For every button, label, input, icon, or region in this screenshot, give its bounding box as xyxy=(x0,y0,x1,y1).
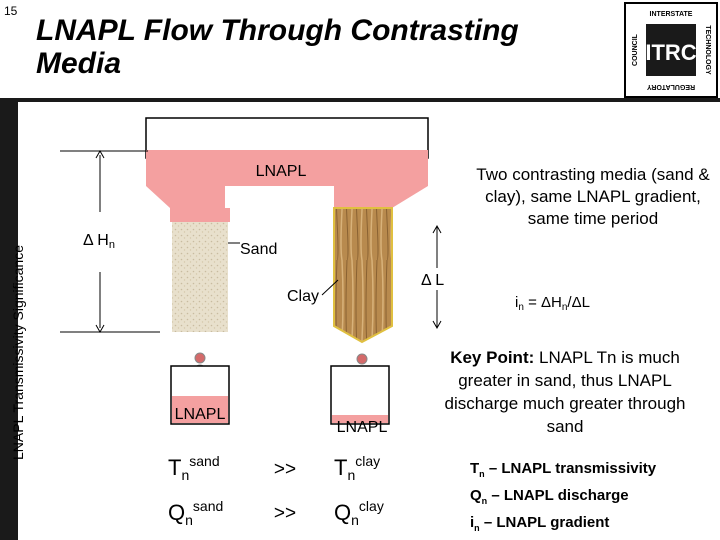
lnapl-reservoir xyxy=(146,150,428,186)
comparison-transmissivity: Tnsand >> Tnclay xyxy=(168,453,380,483)
svg-text:>>: >> xyxy=(274,459,296,480)
delta-l-label: Δ L xyxy=(421,272,444,289)
logo-top-text: INTERSTATE xyxy=(650,11,693,18)
sand-inlet xyxy=(170,208,230,222)
svg-text:Tnsand: Tnsand xyxy=(168,453,220,483)
sand-container-label: LNAPL xyxy=(175,406,226,423)
key-point-body: LNAPL Tn is much greater in sand, thus L… xyxy=(444,348,686,436)
logo-right-text: TECHNOLOGY xyxy=(704,25,711,75)
key-point: Key Point: LNAPL Tn is much greater in s… xyxy=(440,346,690,438)
comparison-discharge: Qnsand >> Qnclay xyxy=(168,498,384,528)
header-rule xyxy=(0,98,720,102)
legend-item: in – LNAPL gradient xyxy=(470,514,610,533)
slide-number: 15 xyxy=(4,4,18,18)
svg-text:Qnclay: Qnclay xyxy=(334,498,384,528)
legend-item: Tn – LNAPL transmissivity xyxy=(470,460,657,479)
sand-funnel xyxy=(146,186,225,208)
clay-container xyxy=(330,365,390,425)
lnapl-reservoir-label: LNAPL xyxy=(256,163,307,180)
clay-funnel xyxy=(334,186,428,208)
clay-label: Clay xyxy=(287,288,319,305)
key-point-lead: Key Point: xyxy=(450,348,535,367)
itrc-logo: INTERSTATE REGULATORY COUNCIL TECHNOLOGY… xyxy=(624,2,718,98)
sand-label: Sand xyxy=(240,241,277,258)
sand-column xyxy=(172,222,228,332)
svg-text:>>: >> xyxy=(274,503,296,524)
delta-h-label: Δ Hn xyxy=(83,232,115,251)
svg-text:Tnclay: Tnclay xyxy=(334,453,380,483)
slide-title: LNAPL Flow Through Contrasting Media xyxy=(36,14,519,80)
logo-letters: ITRC xyxy=(645,40,696,65)
legend-item: Qn – LNAPL discharge xyxy=(470,487,629,506)
clay-container-label: LNAPL xyxy=(337,419,388,436)
side-bar xyxy=(0,102,18,540)
legend: Tn – LNAPL transmissivity Qn – LNAPL dis… xyxy=(470,458,720,539)
clay-container-fill xyxy=(332,415,388,423)
sand-container-fill xyxy=(172,396,228,423)
logo-bottom-text: REGULATORY xyxy=(647,83,695,90)
clay-column xyxy=(333,207,393,344)
svg-text:Qnsand: Qnsand xyxy=(168,498,223,528)
gradient-equation: in = ΔHn/ΔL xyxy=(515,294,590,313)
logo-left-text: COUNCIL xyxy=(632,33,639,66)
clay-drop xyxy=(356,353,368,365)
description-text: Two contrasting media (sand & clay), sam… xyxy=(476,165,710,228)
